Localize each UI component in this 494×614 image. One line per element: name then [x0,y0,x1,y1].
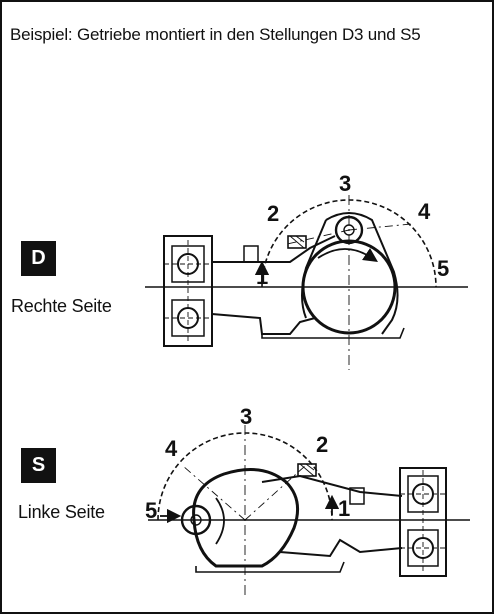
s-pos-1: 1 [338,496,350,521]
d-pos-3: 3 [339,171,351,196]
s-position-labels: 1 2 3 4 5 [145,404,350,523]
label-left-side: Linke Seite [18,502,105,522]
badge-s-letter: S [31,454,46,476]
s-pos-4: 4 [165,436,178,461]
s-pos-5: 5 [145,498,157,523]
d-position-labels: 1 2 3 4 5 [256,171,449,289]
d-pos-1: 1 [256,264,268,289]
badge-d: D [21,241,56,276]
label-right-side: Rechte Seite [11,296,112,316]
d-pos-4: 4 [418,199,431,224]
badge-s: S [21,448,56,483]
caption: Beispiel: Getriebe montiert in den Stell… [10,25,421,44]
d-pos-2: 2 [267,201,279,226]
badge-d-letter: D [31,247,46,269]
gearbox-s-drawing [148,425,470,596]
s-pos-2: 2 [316,432,328,457]
gearbox-d-drawing [145,195,468,370]
d-pos-5: 5 [437,256,449,281]
s-pos-3: 3 [240,404,252,429]
